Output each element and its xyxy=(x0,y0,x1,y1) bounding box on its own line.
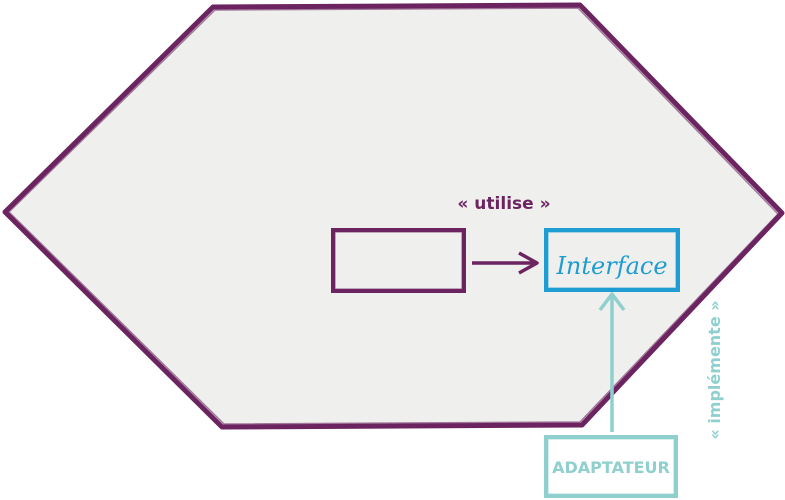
adapter-box xyxy=(544,435,678,498)
uses-arrow-head xyxy=(518,251,539,275)
interface-label: Interface xyxy=(555,252,667,280)
consumer-box xyxy=(331,228,466,293)
consumer-box-sketch xyxy=(334,231,463,290)
interface-box-sketch xyxy=(547,231,677,289)
interface-box xyxy=(544,228,680,292)
uses-label: « utilise » xyxy=(457,194,550,214)
adapter-box-sketch xyxy=(547,438,675,495)
implements-label: « implémente » xyxy=(705,300,724,439)
hexagon-core-sketch xyxy=(8,7,779,425)
implements-arrow-head xyxy=(598,292,626,312)
hexagon-core xyxy=(2,2,785,430)
adapter-label: ADAPTATEUR xyxy=(552,458,670,477)
